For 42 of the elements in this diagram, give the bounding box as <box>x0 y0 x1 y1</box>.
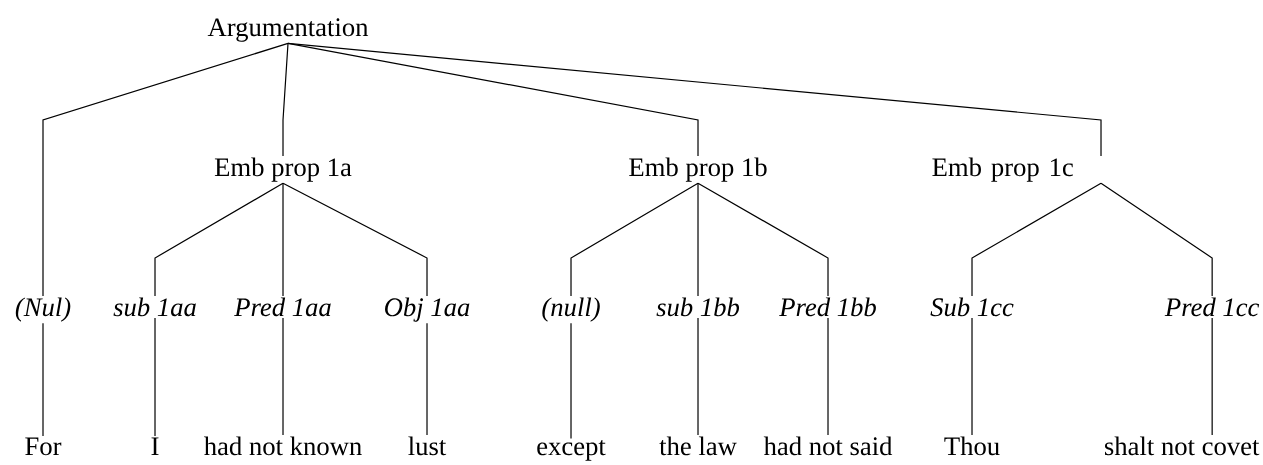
node-label: (Nul) <box>15 297 71 322</box>
tree-branch <box>697 317 699 436</box>
tree-branch <box>154 182 284 297</box>
tree-branch <box>570 322 572 439</box>
tree-branch <box>42 322 44 437</box>
node-label: Pred 1aa <box>234 297 331 317</box>
tree-branch <box>426 322 428 436</box>
tree-branch <box>570 182 699 297</box>
node-label: sub 1aa <box>113 297 196 317</box>
heading-text: Argumentation <box>207 18 369 42</box>
tree-branch <box>697 182 699 297</box>
tree-branch <box>827 317 829 436</box>
node-label: sub 1bb <box>656 297 740 317</box>
node-label: Obj 1aa <box>385 297 470 322</box>
tree-branch <box>971 182 1102 297</box>
node-label: Emb prop 1c <box>932 157 1073 182</box>
node-label: Emb prop 1a <box>214 157 352 182</box>
word-text: For <box>25 437 62 456</box>
tree-branch <box>1211 317 1213 436</box>
tree-branch <box>154 317 156 437</box>
word-text: the law <box>659 436 737 456</box>
tree-branch <box>697 182 829 297</box>
node-label: Pred 1cc <box>1164 297 1260 317</box>
tree-branch <box>282 182 284 297</box>
word-text: shalt not covet <box>1105 436 1260 456</box>
tree-branch <box>287 42 1102 157</box>
node-label: Sub 1cc <box>930 297 1014 317</box>
tree-branch <box>1100 182 1213 297</box>
word-text: except <box>537 440 606 461</box>
node-label: Emb prop 1b <box>629 157 767 182</box>
tree-branch <box>282 42 289 157</box>
node-label: (null) <box>542 297 600 322</box>
tree-branch <box>971 317 973 436</box>
word-text: Thou <box>944 436 1000 456</box>
word-text: I <box>151 437 159 455</box>
node-label: Pred 1bb <box>779 297 876 317</box>
tree-branch <box>282 317 284 436</box>
word-text: lust <box>408 436 447 456</box>
tree-branch <box>282 182 428 297</box>
word-text: had not known <box>204 436 362 456</box>
tree-branch <box>42 42 289 297</box>
word-text: had not said <box>763 436 893 456</box>
